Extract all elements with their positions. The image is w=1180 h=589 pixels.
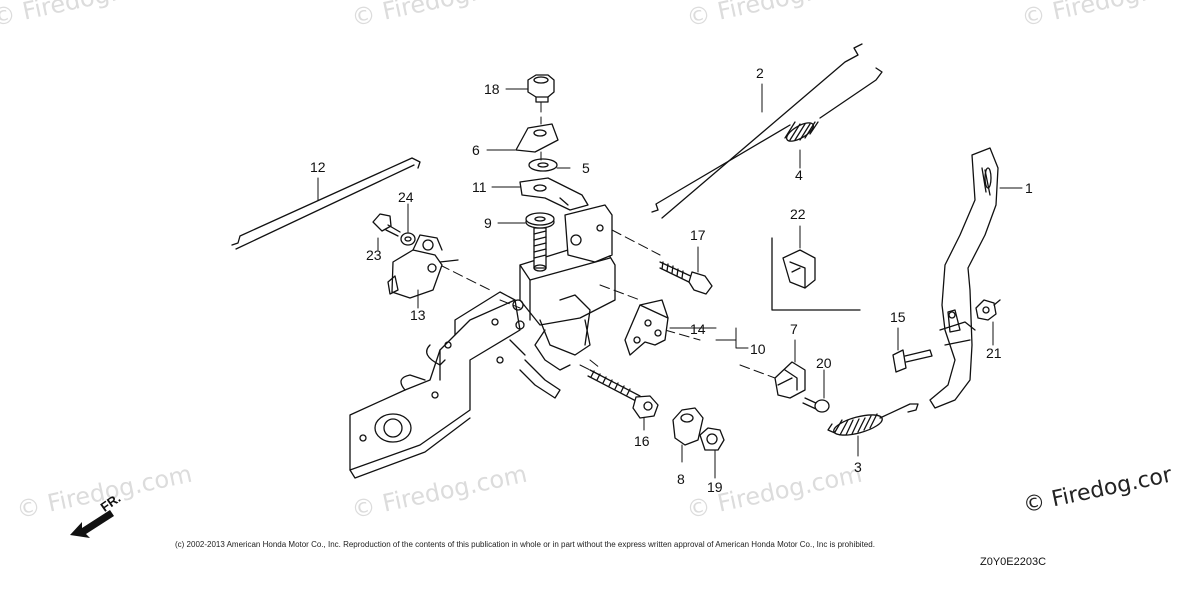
cam-8 bbox=[672, 407, 704, 446]
callout-4: 4 bbox=[795, 167, 803, 183]
callout-21: 21 bbox=[986, 345, 1002, 361]
bracket-14 bbox=[624, 299, 669, 356]
spring-3 bbox=[827, 403, 919, 436]
bolt-17 bbox=[659, 261, 713, 295]
stud bbox=[533, 227, 547, 272]
clamp-7 bbox=[774, 361, 806, 399]
callout-2: 2 bbox=[756, 65, 764, 81]
callout-3: 3 bbox=[854, 459, 862, 475]
callout-20: 20 bbox=[816, 355, 832, 371]
callout-19: 19 bbox=[707, 479, 723, 495]
bolt-16 bbox=[587, 369, 659, 419]
callout-6: 6 bbox=[472, 142, 480, 158]
control-block bbox=[509, 204, 616, 399]
clip-15 bbox=[892, 349, 933, 373]
copyright-notice: (c) 2002-2013 American Honda Motor Co., … bbox=[175, 540, 875, 549]
callout-7: 7 bbox=[790, 321, 798, 337]
front-arrow bbox=[70, 510, 114, 538]
callout-13: 13 bbox=[410, 307, 426, 323]
callout-8: 8 bbox=[677, 471, 685, 487]
callout-10: 10 bbox=[750, 341, 766, 357]
rod-2 bbox=[651, 43, 883, 219]
lever-1 bbox=[929, 147, 999, 409]
callout-23: 23 bbox=[366, 247, 382, 263]
callout-5: 5 bbox=[582, 160, 590, 176]
rod-12 bbox=[231, 157, 421, 250]
callout-11: 11 bbox=[472, 179, 487, 195]
lever-11 bbox=[519, 177, 589, 211]
callout-15: 15 bbox=[890, 309, 906, 325]
callout-16: 16 bbox=[634, 433, 650, 449]
nut-18 bbox=[527, 74, 555, 103]
bolt-23 bbox=[372, 213, 401, 237]
callout-18: 18 bbox=[484, 81, 500, 97]
clamp-22 bbox=[771, 237, 861, 311]
screw-20 bbox=[802, 397, 830, 413]
callout-12: 12 bbox=[310, 159, 326, 175]
nut-21 bbox=[975, 299, 1001, 321]
nut-19 bbox=[699, 427, 725, 451]
washer-9 bbox=[525, 212, 555, 229]
callout-24: 24 bbox=[398, 189, 414, 205]
washer-5 bbox=[528, 158, 558, 172]
diagram-code: Z0Y0E2203C bbox=[980, 556, 1047, 568]
control-base-plate bbox=[349, 291, 521, 479]
callout-9: 9 bbox=[484, 215, 492, 231]
washer-24 bbox=[400, 232, 416, 246]
callout-17: 17 bbox=[690, 227, 706, 243]
leader-10 bbox=[735, 327, 749, 349]
callout-14: 14 bbox=[690, 321, 706, 337]
plate-6 bbox=[515, 123, 559, 153]
callout-1: 1 bbox=[1025, 180, 1033, 196]
bracket-13 bbox=[387, 234, 459, 299]
callout-22: 22 bbox=[790, 206, 806, 222]
